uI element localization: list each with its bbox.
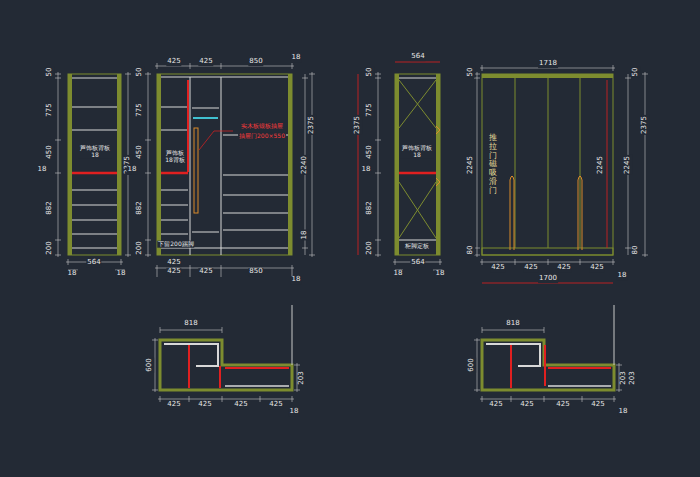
- dimension-text: 882: [46, 200, 54, 215]
- front-elevation-open: [145, 63, 315, 277]
- dimension-text: 下留200踢脚: [157, 241, 194, 248]
- material-note: 芦饰板背板 18: [400, 145, 434, 158]
- dimension-text: 600: [468, 357, 476, 372]
- dimension-text: 850: [248, 58, 263, 66]
- dimension-text: 564: [410, 259, 425, 267]
- dimension-text: 50: [467, 67, 475, 78]
- dimension-text: 425: [590, 401, 605, 409]
- dimension-text: 抽屉门200×550: [238, 133, 286, 140]
- side-section-braced: [358, 62, 442, 270]
- material-note: 芦饰板背板 18: [78, 145, 112, 158]
- dimension-text: 2375: [354, 115, 362, 135]
- dimension-text: 450: [46, 144, 54, 159]
- dimension-text: 425: [197, 401, 212, 409]
- dimension-text: 200: [366, 240, 374, 255]
- dimension-text: 2245: [467, 155, 475, 175]
- dimension-text: 50: [632, 67, 640, 78]
- dimension-text: 2375: [641, 115, 649, 135]
- dimension-text: 2245: [624, 155, 632, 175]
- dimension-text: 50: [136, 67, 144, 78]
- dimension-text: 18: [618, 408, 629, 416]
- dimension-text: 18: [291, 276, 302, 284]
- dimension-text: 425: [166, 401, 181, 409]
- dimension-text: 18: [289, 408, 300, 416]
- dimension-text: 450: [136, 144, 144, 159]
- dimension-text: 425: [166, 58, 181, 66]
- dimension-text: 882: [366, 200, 374, 215]
- dimension-text: 450: [366, 144, 374, 159]
- dimension-text: 425: [268, 401, 283, 409]
- dimension-text: 425: [523, 264, 538, 272]
- dimension-text: 200: [136, 240, 144, 255]
- plan-view-right: [474, 305, 622, 402]
- plan-view-left: [152, 305, 300, 402]
- dimension-text: 425: [519, 401, 534, 409]
- dimension-text: 775: [46, 102, 54, 117]
- dimension-text: 425: [589, 264, 604, 272]
- dimension-text: 775: [136, 102, 144, 117]
- dimension-text: 18: [361, 166, 372, 174]
- dimension-text: 18: [127, 166, 138, 174]
- dimension-text: 1700: [538, 275, 558, 283]
- dimension-text: 2245: [597, 155, 605, 175]
- dimension-text: 200: [46, 240, 54, 255]
- dimension-text: 80: [632, 245, 640, 256]
- dimension-text: 18: [67, 270, 78, 278]
- dimension-text: 实木板锻板抽屉: [240, 123, 284, 130]
- dimension-text: 80: [467, 245, 475, 256]
- dimension-text: 203: [629, 370, 637, 385]
- dimension-text: 600: [146, 357, 154, 372]
- dimension-text: 203: [620, 370, 628, 385]
- dimension-text: 425: [488, 401, 503, 409]
- material-note: 芦饰板 18背板: [163, 150, 187, 163]
- dimension-text: 425: [198, 58, 213, 66]
- dimension-text: 850: [248, 268, 263, 276]
- side-section: [55, 72, 131, 270]
- dimension-text: 425: [556, 264, 571, 272]
- dimension-text: 18: [617, 272, 628, 280]
- dimension-text: 425: [166, 259, 181, 267]
- dimension-text: 18: [301, 230, 309, 241]
- dimension-text: 203: [298, 370, 306, 385]
- dimension-text: 2240: [301, 155, 309, 175]
- dimension-text: 18: [37, 166, 48, 174]
- dimension-text: 柜脚定板: [404, 243, 430, 250]
- dimension-text: 425: [555, 401, 570, 409]
- dimension-text: 425: [490, 264, 505, 272]
- dimension-text: 50: [366, 67, 374, 78]
- dimension-text: 18: [116, 270, 127, 278]
- dimension-text: 564: [410, 53, 425, 61]
- dimension-text: 425: [233, 401, 248, 409]
- dimension-text: 564: [86, 259, 101, 267]
- dimension-text: 18: [435, 270, 446, 278]
- dimension-text: 425: [166, 268, 181, 276]
- dimension-text: 425: [198, 268, 213, 276]
- dimension-text: 18: [291, 54, 302, 62]
- dimension-text: 882: [136, 200, 144, 215]
- front-elevation-doors: [474, 65, 648, 283]
- dimension-text: 2375: [308, 115, 316, 135]
- vertical-note: 推拉门磁吸滑门: [489, 133, 497, 197]
- dimension-text: 18: [393, 270, 404, 278]
- dimension-text: 50: [46, 67, 54, 78]
- dimension-text: 818: [183, 320, 198, 328]
- dimension-text: 1718: [538, 60, 558, 68]
- dimension-text: 775: [366, 102, 374, 117]
- dimension-text: 818: [505, 320, 520, 328]
